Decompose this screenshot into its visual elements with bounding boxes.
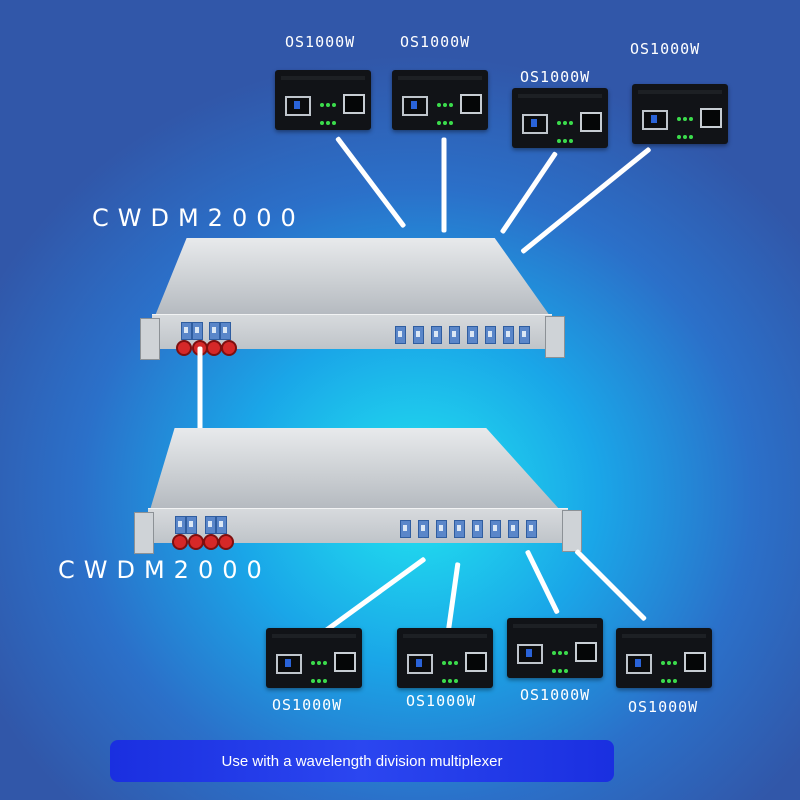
fc-connector-icon	[188, 534, 204, 550]
status-led-icon	[441, 653, 461, 689]
fiber-cable	[335, 135, 407, 229]
fiber-cable	[524, 549, 560, 615]
media-converter-bottom-3	[507, 618, 603, 678]
fc-connector-icon	[172, 534, 188, 550]
media-converter-top-3	[512, 88, 608, 148]
rj45-port-icon	[575, 642, 597, 662]
fc-connector-icon	[221, 340, 237, 356]
sfp-port-icon	[642, 110, 668, 130]
fiber-cable	[574, 548, 648, 622]
converter-label-top-2: OS1000W	[400, 33, 471, 51]
status-led-icon	[319, 95, 339, 131]
fiber-port-icon	[436, 520, 447, 538]
mux-label-top: CWDM2000	[92, 204, 305, 232]
fiber-port-icon	[175, 516, 186, 534]
fiber-port-icon	[485, 326, 496, 344]
converter-label-bottom-1: OS1000W	[272, 696, 343, 714]
rj45-port-icon	[334, 652, 356, 672]
fiber-port-icon	[186, 516, 197, 534]
fiber-port-icon	[519, 326, 530, 344]
rack-ear	[134, 512, 154, 554]
status-led-icon	[310, 653, 330, 689]
fiber-port-icon	[395, 326, 406, 344]
media-converter-top-1	[275, 70, 371, 130]
mux-label-bottom: CWDM2000	[58, 556, 271, 584]
converter-label-bottom-4: OS1000W	[628, 698, 699, 716]
converter-label-bottom-2: OS1000W	[406, 692, 477, 710]
converter-label-top-4: OS1000W	[630, 40, 701, 58]
converter-label-top-3: OS1000W	[520, 68, 591, 86]
rj45-port-icon	[700, 108, 722, 128]
sfp-port-icon	[517, 644, 543, 664]
rj45-port-icon	[343, 94, 365, 114]
fiber-port-icon	[181, 322, 192, 340]
fiber-port-icon	[449, 326, 460, 344]
fc-connector-icon	[203, 534, 219, 550]
media-converter-bottom-1	[266, 628, 362, 688]
media-converter-bottom-2	[397, 628, 493, 688]
status-led-icon	[551, 643, 571, 679]
media-converter-top-4	[632, 84, 728, 144]
rack-ear	[140, 318, 160, 360]
rj45-port-icon	[465, 652, 487, 672]
sfp-port-icon	[522, 114, 548, 134]
fc-connector-icon	[176, 340, 192, 356]
rj45-port-icon	[684, 652, 706, 672]
status-led-icon	[660, 653, 680, 689]
media-converter-bottom-4	[616, 628, 712, 688]
sfp-port-icon	[407, 654, 433, 674]
status-led-icon	[676, 109, 696, 145]
status-led-icon	[436, 95, 456, 131]
fiber-cable	[441, 137, 447, 233]
fiber-port-icon	[192, 322, 203, 340]
media-converter-top-2	[392, 70, 488, 130]
fiber-port-icon	[490, 520, 501, 538]
fiber-port-icon	[526, 520, 537, 538]
rj45-port-icon	[580, 112, 602, 132]
rack-ear	[562, 510, 582, 552]
fiber-port-icon	[454, 520, 465, 538]
fiber-port-icon	[220, 322, 231, 340]
fiber-port-icon	[508, 520, 519, 538]
fiber-port-icon	[503, 326, 514, 344]
caption-text: Use with a wavelength division multiplex…	[221, 752, 503, 770]
fiber-cable	[444, 562, 461, 639]
converter-label-top-1: OS1000W	[285, 33, 356, 51]
sfp-port-icon	[402, 96, 428, 116]
fiber-port-icon	[209, 322, 220, 340]
fc-connector-icon	[206, 340, 222, 356]
fiber-port-icon	[205, 516, 216, 534]
sfp-port-icon	[276, 654, 302, 674]
mux-chassis	[155, 238, 550, 316]
mux-chassis	[150, 428, 560, 510]
fiber-cable	[520, 146, 652, 255]
fiber-port-icon	[472, 520, 483, 538]
converter-label-bottom-3: OS1000W	[520, 686, 591, 704]
sfp-port-icon	[285, 96, 311, 116]
fiber-port-icon	[418, 520, 429, 538]
fiber-port-icon	[413, 326, 424, 344]
fiber-port-icon	[400, 520, 411, 538]
sfp-port-icon	[626, 654, 652, 674]
fiber-cable	[499, 151, 559, 235]
fiber-port-icon	[431, 326, 442, 344]
fiber-port-icon	[216, 516, 227, 534]
fiber-port-icon	[467, 326, 478, 344]
rack-ear	[545, 316, 565, 358]
fc-connector-icon	[218, 534, 234, 550]
caption-banner: Use with a wavelength division multiplex…	[110, 740, 614, 782]
status-led-icon	[556, 113, 576, 149]
rj45-port-icon	[460, 94, 482, 114]
